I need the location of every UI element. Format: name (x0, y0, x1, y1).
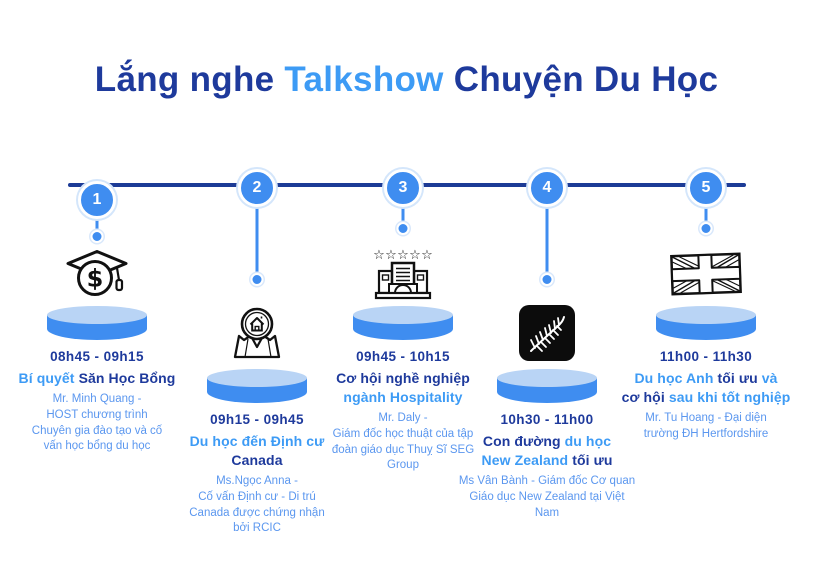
svg-text:☆: ☆ (397, 248, 409, 263)
scholarship-cap-dollar-icon: $ (7, 246, 187, 302)
timeline-item: 2 09h15 - 09h45 Du học đến Định cư Canad… (167, 160, 347, 560)
title-part-1: Lắng nghe (94, 60, 285, 99)
session-title-segment: Cơ hội nghề nghiệp (336, 370, 470, 386)
platform-cylinder (353, 306, 453, 340)
session-title-segment: ngành Hospitality (343, 388, 463, 405)
session-time: 10h30 - 11h00 (500, 412, 594, 427)
session-title: Bí quyết Săn Học Bổng (7, 369, 187, 388)
session-time: 09h15 - 09h45 (210, 412, 304, 427)
cylinder-top (497, 369, 597, 387)
session-title-segment: Du học đến Định cư (189, 433, 325, 449)
session-title-segment: du học (564, 433, 612, 449)
platform-cylinder (497, 369, 597, 403)
platform-cylinder (656, 306, 756, 340)
step-number-badge: 5 (687, 169, 725, 207)
session-title-segment: và (761, 370, 778, 386)
connector-dot (699, 222, 713, 235)
nz-silver-fern-icon (457, 300, 637, 366)
svg-text:☆: ☆ (421, 248, 433, 263)
uk-flag-icon (616, 246, 796, 302)
connector-stem (255, 201, 259, 276)
session-title-segment: Canada (231, 451, 283, 468)
session-title: Cơ hội nghề nghiệp ngành Hospitality (313, 369, 493, 407)
svg-text:☆: ☆ (409, 248, 421, 263)
connector-dot (396, 222, 410, 235)
connector-dot (90, 230, 104, 243)
step-number-badge: 1 (78, 181, 116, 219)
connector-stem (401, 201, 405, 225)
session-time: 08h45 - 09h15 (50, 349, 144, 364)
svg-text:☆: ☆ (373, 248, 385, 263)
session-title-segment: New Zealand (481, 451, 573, 468)
title-highlight: Talkshow (284, 60, 444, 99)
session-title: Du học đến Định cư Canada (167, 432, 347, 470)
connector-stem (704, 201, 708, 225)
platform-cylinder (207, 369, 307, 403)
connector-stem (545, 201, 549, 276)
timeline-item: 3 ☆ ☆ ☆ ☆ ☆ 09h45 - 10h15 Cơ hội nghề ng… (313, 160, 493, 560)
cylinder-top (207, 369, 307, 387)
connector-stem (95, 213, 99, 233)
timeline-item: 5 11h00 - 11h30 Du học Anh tối ưu và cơ h… (616, 160, 796, 560)
speaker-description: Mr. Minh Quang - HOST chương trình Chuyê… (31, 392, 163, 453)
page-title: Lắng nghe Talkshow Chuyện Du Học (0, 60, 813, 100)
cylinder-top (353, 306, 453, 324)
cylinder-top (656, 306, 756, 324)
speaker-description: Mr. Tu Hoang - Đại diện trường ĐH Hertfo… (643, 411, 769, 440)
timeline-item: 1 $ 08h45 - 09h15 Bí quyết Săn Học Bổng … (7, 160, 187, 560)
session-title-segment: tối ưu (572, 451, 613, 468)
home-map-location-icon (167, 300, 347, 366)
hotel-five-stars-icon: ☆ ☆ ☆ ☆ ☆ (313, 246, 493, 302)
platform-cylinder (47, 306, 147, 340)
session-time: 11h00 - 11h30 (659, 349, 753, 364)
session-time: 09h45 - 10h15 (356, 349, 450, 364)
session-title-segment: Du học Anh (634, 370, 718, 386)
session-title: Du học Anh tối ưu và cơ hội sau khi tốt n… (616, 369, 796, 407)
svg-text:☆: ☆ (385, 248, 397, 263)
speaker-description: Mr. Daly - Giám đốc học thuật của tập đo… (331, 411, 475, 472)
session-title-segment: cơ hội (621, 388, 669, 405)
cylinder-top (47, 306, 147, 324)
session-title-segment: Bí quyết (18, 370, 79, 386)
step-number-badge: 3 (384, 169, 422, 207)
connector-dot (250, 273, 264, 286)
title-part-2: Chuyện Du Học (443, 60, 719, 99)
session-title-segment: Săn Học Bổng (78, 370, 176, 386)
session-title-segment: sau khi tốt nghiệp (668, 388, 791, 405)
speaker-description: Ms Vân Bành - Giám đốc Cơ quan Giáo dục … (458, 474, 636, 519)
step-number-badge: 4 (528, 169, 566, 207)
svg-text:$: $ (87, 265, 104, 293)
session-title-segment: tối ưu (717, 370, 762, 386)
speaker-description: Ms.Ngọc Anna - Cố vấn Định cư - Di trú C… (189, 474, 325, 535)
step-number-badge: 2 (238, 169, 276, 207)
session-title-segment: Con đường (482, 433, 565, 449)
connector-dot (540, 273, 554, 286)
